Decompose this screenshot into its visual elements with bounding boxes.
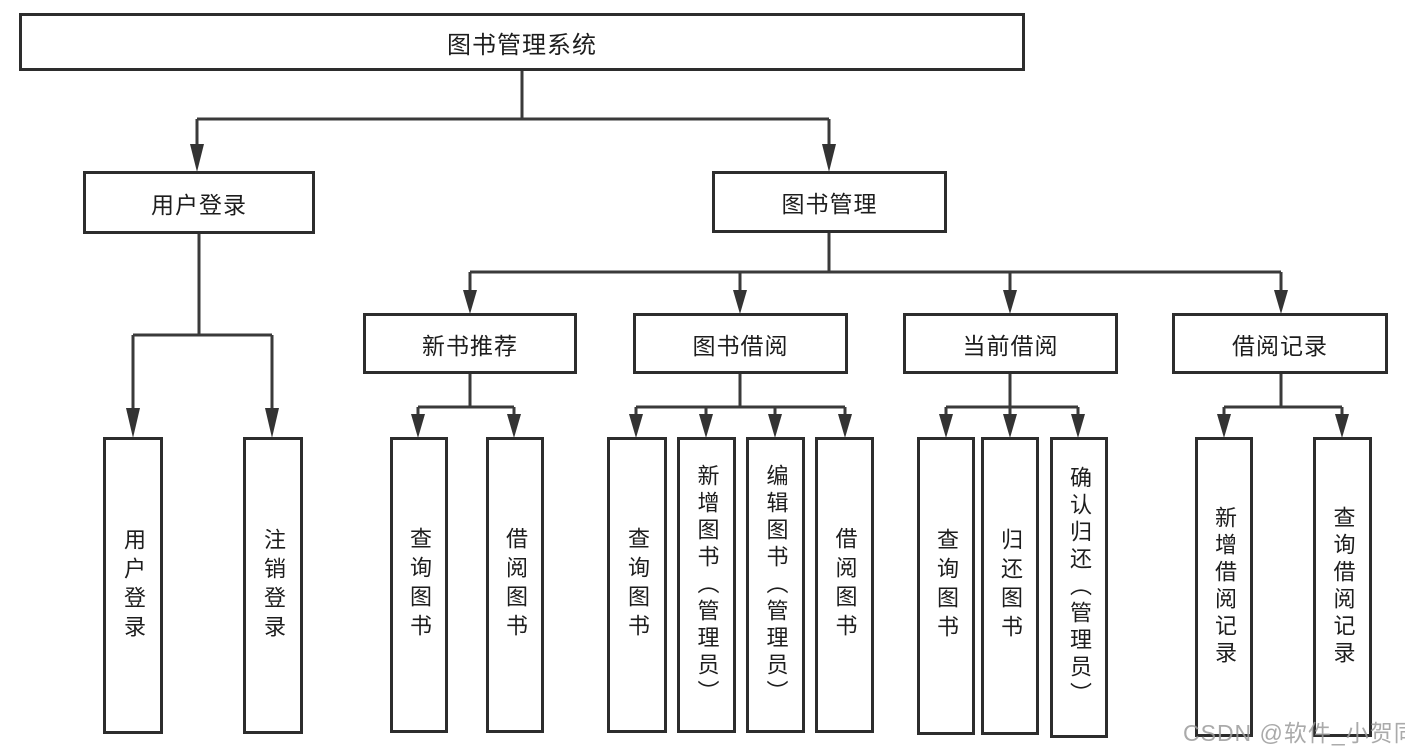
leaf-query-books-2: 查询图书 — [607, 437, 667, 733]
leaf-edit-books-admin: 编辑图书（管理员） — [746, 437, 805, 733]
leaf-user-login: 用户登录 — [103, 437, 163, 734]
node-new-book-recommendation: 新书推荐 — [363, 313, 577, 374]
leaf-query-books-3: 查询图书 — [917, 437, 975, 735]
node-library-management-system: 图书管理系统 — [19, 13, 1025, 71]
leaf-add-borrow-record: 新增借阅记录 — [1195, 437, 1253, 737]
leaf-logout: 注销登录 — [243, 437, 303, 734]
node-borrowing-records: 借阅记录 — [1172, 313, 1388, 374]
leaf-return-books: 归还图书 — [981, 437, 1039, 735]
leaf-borrow-books-2: 借阅图书 — [815, 437, 874, 733]
leaf-borrow-books-1: 借阅图书 — [486, 437, 544, 733]
node-book-borrowing: 图书借阅 — [633, 313, 848, 374]
node-current-borrowing: 当前借阅 — [903, 313, 1118, 374]
csdn-watermark: CSDN @软件_小贺同学 — [1183, 720, 1405, 746]
leaf-confirm-return-admin: 确认归还（管理员） — [1050, 437, 1108, 738]
node-user-login: 用户登录 — [83, 171, 315, 234]
leaf-query-books-1: 查询图书 — [390, 437, 448, 733]
node-book-management: 图书管理 — [712, 171, 947, 233]
leaf-add-books-admin: 新增图书（管理员） — [677, 437, 736, 733]
leaf-query-borrow-record: 查询借阅记录 — [1313, 437, 1372, 737]
